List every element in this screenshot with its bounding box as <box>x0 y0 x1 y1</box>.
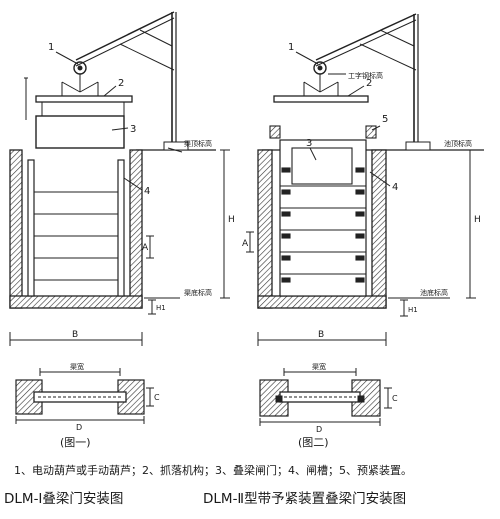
pretension-device-right <box>365 125 377 139</box>
dim-B-1: B <box>72 330 78 340</box>
gate-slot-left <box>27 159 35 297</box>
gate-slot-right <box>117 159 125 297</box>
figure-1 <box>9 11 230 424</box>
plan-C-2: C <box>392 394 398 403</box>
stacked-stoplogs <box>34 191 118 297</box>
stoplog-gate-2 <box>291 147 353 185</box>
figure-2-labels: 1 2 3 4 5 工字钢标高 池顶标高 池底标高 A H H1 B 渠宽 C … <box>242 42 481 449</box>
grab-mechanism-2 <box>273 95 369 103</box>
callout-2-2: 2 <box>366 78 372 89</box>
channel-bottom-label: 渠底标高 <box>184 288 212 297</box>
plan-C-1: C <box>154 393 160 402</box>
caption-dlm-2: DLM-Ⅱ型带予紧装置叠梁门安装图 <box>203 491 407 507</box>
plan-width-label-2: 渠宽 <box>312 362 326 371</box>
component-legend: 1、电动葫芦或手动葫芦；2、抓落机构；3、叠梁闸门；4、闸槽；5、预紧装置。 <box>14 464 412 477</box>
pool-bottom-label: 池底标高 <box>420 288 448 297</box>
channel-top-label: 渠顶标高 <box>184 139 212 148</box>
pretension-device-left <box>269 125 281 139</box>
figure-1-caption: (图一) <box>60 436 91 449</box>
callout-2-4: 4 <box>392 182 398 193</box>
callout-1: 1 <box>48 42 54 53</box>
stoplog-gate-lifted <box>35 115 125 149</box>
channel-wall-right <box>129 149 143 309</box>
pool-wall-left <box>257 149 273 309</box>
beam-label: 工字钢标高 <box>348 71 383 80</box>
pool-wall-right <box>371 149 387 309</box>
callout-3: 3 <box>130 124 136 135</box>
callout-2-3: 3 <box>306 138 312 149</box>
plan-view-1 <box>15 368 154 424</box>
dim-H-2: H <box>474 215 481 225</box>
dim-H1-2: H1 <box>408 306 418 314</box>
dim-H1-1: H1 <box>156 304 166 312</box>
grab-mechanism <box>35 95 133 103</box>
dim-A-2: A <box>242 239 249 249</box>
dim-A-1: A <box>142 243 149 253</box>
plan-view-2 <box>259 368 392 426</box>
plan-D-2: D <box>316 425 322 434</box>
channel-wall-left <box>9 149 23 309</box>
crane-jib-2 <box>315 13 417 61</box>
pool-floor <box>257 295 387 309</box>
dim-H-1: H <box>228 215 235 225</box>
channel-floor <box>9 295 143 309</box>
callout-4: 4 <box>144 186 150 197</box>
figure-2 <box>246 13 484 426</box>
callout-2-5: 5 <box>382 114 388 125</box>
stacked-stoplogs-2 <box>280 167 366 283</box>
figure-2-caption: (图二) <box>298 436 329 449</box>
plan-width-label-1: 渠宽 <box>70 362 84 371</box>
figure-1-labels: 1 2 3 4 渠顶标高 渠底标高 A H H1 B 渠宽 C D (图一) <box>48 42 235 449</box>
dim-B-2: B <box>318 330 324 340</box>
caption-dlm-1: DLM-Ⅰ叠梁门安装图 <box>4 491 124 507</box>
plan-D-1: D <box>76 423 82 432</box>
pool-top-label: 池顶标高 <box>444 139 472 148</box>
callout-2: 2 <box>118 78 124 89</box>
callout-2-1: 1 <box>288 42 294 53</box>
crane-jib <box>75 11 175 61</box>
